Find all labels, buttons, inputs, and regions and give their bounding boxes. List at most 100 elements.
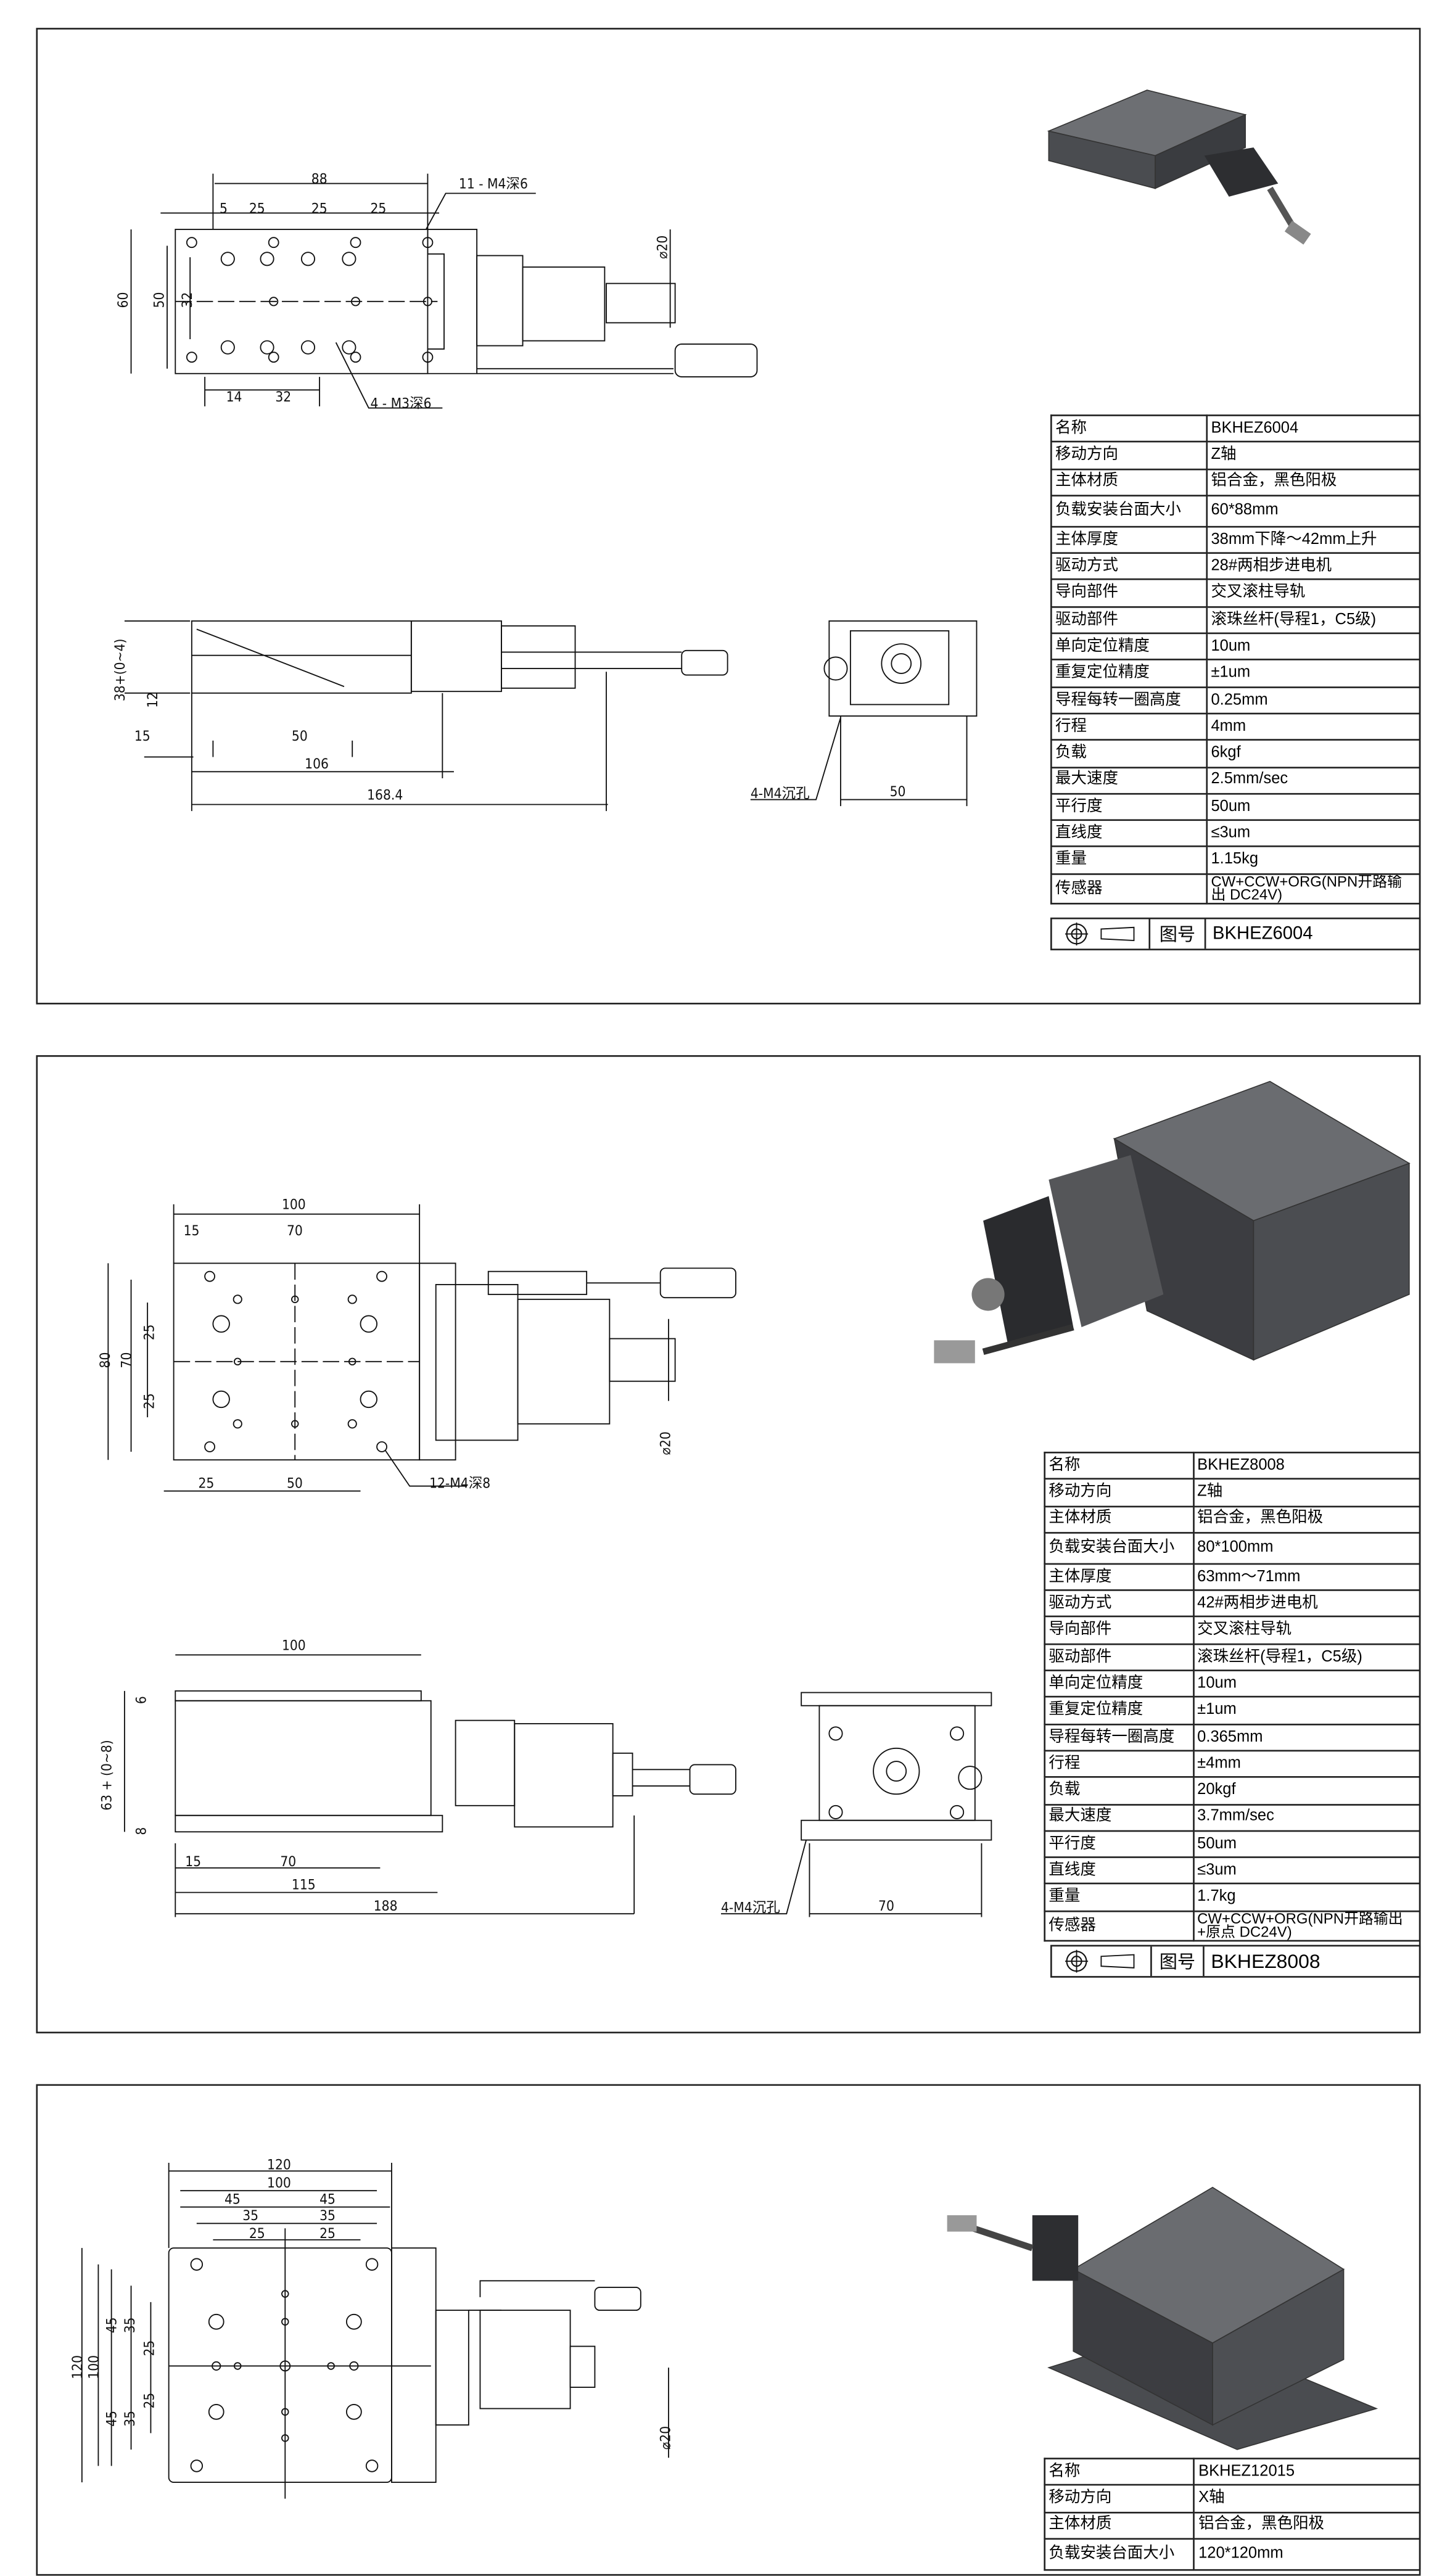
spec-label: 导向部件 [1050,579,1208,608]
spec-label: 驱动方式 [1050,552,1208,581]
dim-label: 45 [225,2191,241,2207]
dim-label: 100 [267,2175,291,2191]
spec-label: 最大速度 [1044,1803,1194,1832]
dim-label: 60 [115,292,131,308]
dim-label: 45 [319,2191,336,2207]
spec-label: 导向部件 [1044,1616,1194,1645]
spec-label: 单向定位精度 [1050,632,1208,661]
spec-value: 63mm～71mm [1192,1563,1421,1592]
spec-value: 50um [1192,1830,1421,1859]
spec-row: 主体材质铝合金，黑色阳极 [1044,2511,1421,2540]
spec-row: 重复定位精度±1um [1050,659,1421,688]
spec-value: ±1um [1206,659,1421,688]
side-view-bkhez8008 [123,1654,736,1917]
spec-value: 38mm下降～42mm上升 [1206,525,1421,554]
spec-value: ≤3um [1192,1856,1421,1885]
spec-row: 导向部件交叉滚柱导轨 [1050,579,1421,608]
dim-label: 11 - M4深6 [459,176,528,192]
spec-value: 80*100mm [1192,1531,1421,1565]
dim-label: 100 [86,2355,102,2379]
spec-label: 导程每转一圈高度 [1050,686,1208,715]
dim-label: 115 [292,1877,316,1893]
spec-label: 平行度 [1050,792,1208,821]
spec-label: 重量 [1050,846,1208,875]
dim-label: 168.4 [367,788,403,804]
spec-value: 2.5mm/sec [1206,766,1421,795]
dim-label: 100 [282,1197,306,1213]
spec-row: 重复定位精度±1um [1044,1696,1421,1725]
dim-label: 4 - M3深6 [370,396,431,412]
spec-value: 0.365mm [1192,1723,1421,1752]
spec-value: Z轴 [1206,441,1421,470]
dim-label: 25 [142,2340,158,2356]
spec-value: BKHEZ8008 [1192,1451,1421,1480]
dim-label: 120 [267,2157,291,2173]
spec-label: 负载安装台面大小 [1044,2538,1195,2571]
spec-value: 6kgf [1206,739,1421,768]
dim-label: 88 [311,171,328,187]
dim-label: 80 [97,1352,113,1368]
drawing-number-label: 图号 [1152,1946,1205,1977]
end-view-bkhez6004 [750,620,978,807]
spec-value: 120*120mm [1193,2538,1421,2571]
drawing-number: BKHEZ6004 [1213,924,1313,944]
spec-value: BKHEZ6004 [1206,414,1421,443]
spec-value: 60*88mm [1206,495,1421,528]
spec-value: 滚珠丝杆(导程1，C5级) [1192,1643,1421,1672]
spec-label: 直线度 [1050,819,1208,848]
spec-value: X轴 [1193,2484,1421,2513]
dimensions-bkhez6004: 88 5 25 25 25 11 - M4深6 60 50 32 14 32 4… [112,171,906,804]
spec-label: 名称 [1050,414,1208,443]
spec-value: 铝合金，黑色阳极 [1193,2511,1421,2540]
drawing-number: BKHEZ8008 [1211,1949,1320,1973]
spec-row: 导向部件交叉滚柱导轨 [1044,1616,1421,1645]
projection-symbol-icon [1052,1946,1152,1977]
dim-label: 25 [142,1324,158,1340]
spec-value: 42#两相步进电机 [1192,1589,1421,1618]
spec-label: 驱动方式 [1044,1589,1194,1618]
spec-value: 3.7mm/sec [1192,1803,1421,1832]
spec-label: 平行度 [1044,1830,1194,1859]
dim-label: 32 [179,292,196,308]
spec-label: 名称 [1044,1451,1194,1480]
dim-label: 35 [122,2411,138,2427]
spec-value: BKHEZ12015 [1193,2458,1421,2487]
dim-label: 8 [133,1827,149,1835]
spec-value: 铝合金，黑色阳极 [1206,467,1421,496]
spec-label: 直线度 [1044,1856,1194,1885]
dim-label: 4-M4沉孔 [721,1900,780,1916]
spec-value: CW+CCW+ORG(NPN开路输出+原点 DC24V) [1192,1910,1421,1941]
dim-label: 50 [890,784,906,800]
end-view-bkhez8008 [721,1692,992,1917]
spec-label: 移动方向 [1050,441,1208,470]
spec-row: 主体材质铝合金，黑色阳极 [1044,1505,1421,1534]
spec-label: 驱动部件 [1044,1643,1194,1672]
top-view-bkhez8008 [107,1204,736,1492]
dim-label: 50 [287,1475,303,1491]
spec-label: 行程 [1050,712,1208,741]
spec-label: 移动方向 [1044,2484,1195,2513]
spec-row: 主体材质铝合金，黑色阳极 [1050,467,1421,496]
spec-value: 10um [1206,632,1421,661]
dim-label: ⌀20 [654,236,670,259]
dimensions-bkhez8008: 100 15 70 80 70 25 25 25 50 12-M4深8 ⌀20 … [97,1197,894,1916]
spec-label: 行程 [1044,1750,1194,1779]
spec-label: 负载安装台面大小 [1044,1531,1194,1565]
dim-label: 25 [370,200,386,216]
